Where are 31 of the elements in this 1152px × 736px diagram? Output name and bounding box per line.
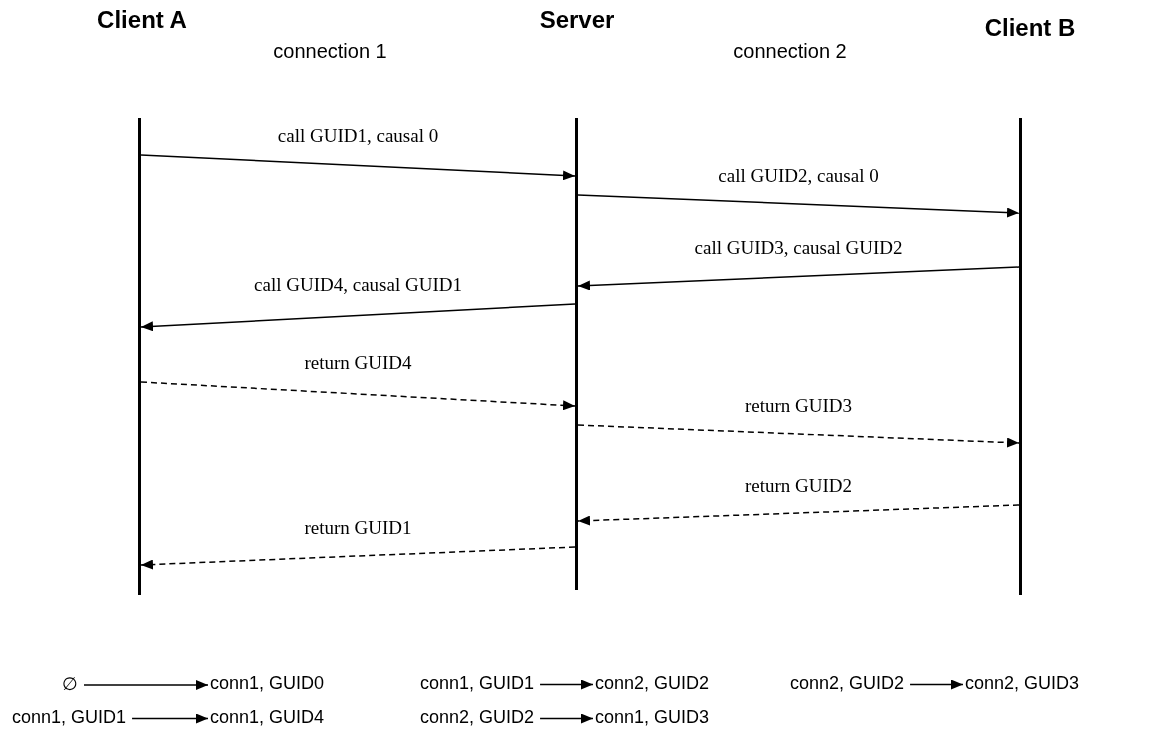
message-arrow [577, 194, 1020, 218]
message-arrow [140, 546, 576, 570]
arrow [909, 679, 964, 690]
message-arrow [140, 381, 576, 411]
connection-label: connection 1 [273, 40, 387, 63]
message-arrow [140, 154, 576, 181]
participant-heading: Client A [97, 6, 187, 34]
mapping-text: conn1, GUID3 [595, 707, 710, 728]
message-arrow [577, 424, 1020, 448]
mapping-text: conn2, GUID2 [790, 673, 905, 694]
message-arrow [140, 303, 576, 332]
arrow [83, 680, 209, 690]
participant-heading: Server [539, 6, 615, 34]
arrow [539, 679, 594, 690]
lifeline [575, 118, 578, 590]
arrow [131, 713, 209, 724]
message-arrow [577, 504, 1020, 526]
connection-label: connection 2 [733, 40, 847, 63]
mapping-text: conn1, GUID1 [12, 707, 127, 728]
mapping-text: conn2, GUID2 [595, 673, 710, 694]
mapping-text: ∅ [62, 673, 78, 695]
participant-heading: Client B [984, 14, 1076, 42]
lifeline [1019, 118, 1022, 595]
message-arrow [577, 266, 1020, 291]
mapping-text: conn2, GUID3 [965, 673, 1080, 694]
mapping-text: conn1, GUID0 [210, 673, 325, 694]
mapping-text: conn2, GUID2 [420, 707, 535, 728]
mapping-text: conn1, GUID4 [210, 707, 325, 728]
arrow [539, 713, 594, 724]
mapping-text: conn1, GUID1 [420, 673, 535, 694]
lifeline [138, 118, 141, 595]
